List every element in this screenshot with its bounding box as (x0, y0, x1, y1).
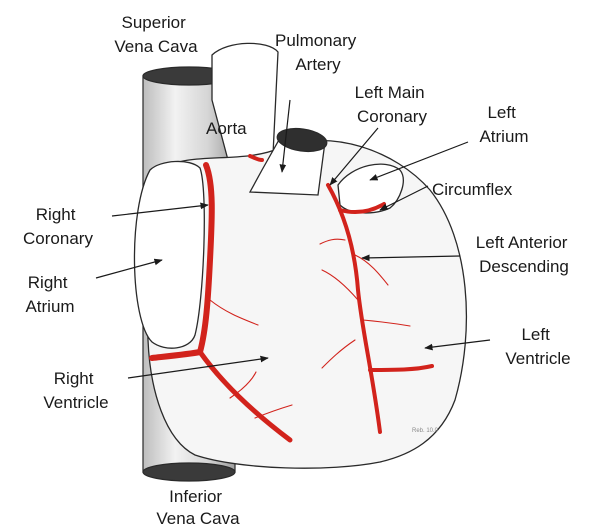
inferior-vena-cava-opening (143, 463, 235, 481)
label-right-coronary: Right Coronary (23, 205, 93, 248)
label-left-anterior-descending: Left Anterior Descending (476, 233, 572, 276)
label-inferior-vena-cava: Inferior Vena Cava (156, 487, 240, 528)
label-left-main-coronary: Left Main Coronary (355, 83, 430, 126)
label-circumflex: Circumflex (432, 180, 513, 199)
label-right-ventricle: Right Ventricle (43, 369, 108, 412)
label-superior-vena-cava: Superior Vena Cava (114, 13, 198, 56)
right-atrium-shape (134, 161, 204, 348)
label-left-ventricle: Left Ventricle (505, 325, 570, 368)
label-left-atrium: Left Atrium (479, 103, 528, 146)
label-pulmonary-artery: Pulmonary Artery (275, 31, 361, 74)
artist-signature: Reb. 10.0 (412, 428, 439, 434)
label-right-atrium: Right Atrium (25, 273, 74, 316)
label-aorta: Aorta (206, 119, 247, 138)
